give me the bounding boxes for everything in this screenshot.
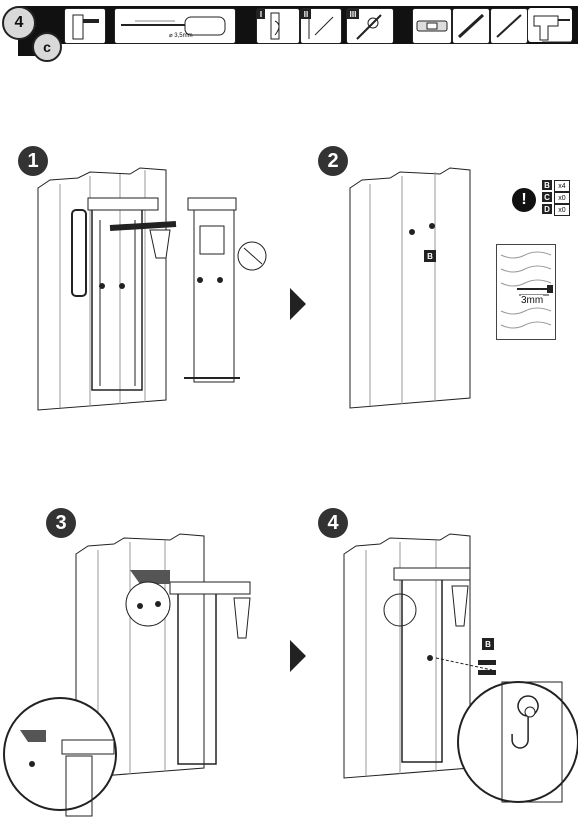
step-i-box: I [256,8,300,44]
next-arrow-icon-2 [290,640,306,672]
screw-b-label: B [424,250,436,262]
pencil-tool [452,8,490,44]
part-d-qty: x0 [554,204,570,216]
step-number: 4 [14,14,24,31]
wall-plug-tool [64,8,106,44]
part-b-row: B x4 [542,180,572,192]
substep-letter: c [43,39,51,55]
step-4-illustration [343,533,578,803]
power-drill-icon [533,15,570,43]
part-b-qty: x4 [554,180,570,192]
marker-icon [496,14,522,38]
level-tool [412,8,452,44]
drill-bit-tool: ⌀ 3,5mm [114,8,236,44]
step-3-illustration [3,533,251,817]
drill-size-label: ⌀ 3,5mm [169,33,193,39]
wall-icon [72,14,99,40]
screw-b-label-step4: B [482,638,494,650]
roman-step-iii: III [347,9,359,19]
marker-tool [490,8,528,44]
step-2-number: 2 [318,146,348,176]
step-2-wall [349,167,471,409]
part-c-letter: C [542,192,552,202]
substep-badge: c [32,32,62,62]
roman-step-i: I [257,9,265,19]
parts-quantity-list: B x4 C x0 D x0 [542,180,572,216]
wood-grain-icon [500,251,553,329]
wood-depth-detail: 3mm [496,244,556,340]
part-c-qty: x0 [554,192,570,204]
power-drill-tool [528,8,572,43]
step-number-badge: 4 [2,6,36,40]
step-4-number: 4 [318,508,348,538]
step-1-illustration [37,167,267,411]
depth-label: 3mm [521,295,544,306]
level-icon [416,20,448,32]
warning-icon: ! [512,188,536,212]
roman-step-ii: II [301,9,311,19]
screwdriver-icon [356,14,382,40]
part-b-letter: B [542,180,552,190]
step-iii-box: III [346,8,394,44]
step-3-number: 3 [46,508,76,538]
next-arrow-icon [290,288,306,320]
pencil-icon [457,13,485,39]
part-d-letter: D [542,204,552,214]
drill-icon [121,16,226,36]
step-1-number: 1 [18,146,48,176]
hand-wall-icon [270,12,280,40]
step-ii-box: II [300,8,342,44]
part-d-row: D x0 [542,204,572,216]
part-c-row: C x0 [542,192,572,204]
header-bar: 4 c ⌀ 3,5mm I II III [0,0,578,62]
